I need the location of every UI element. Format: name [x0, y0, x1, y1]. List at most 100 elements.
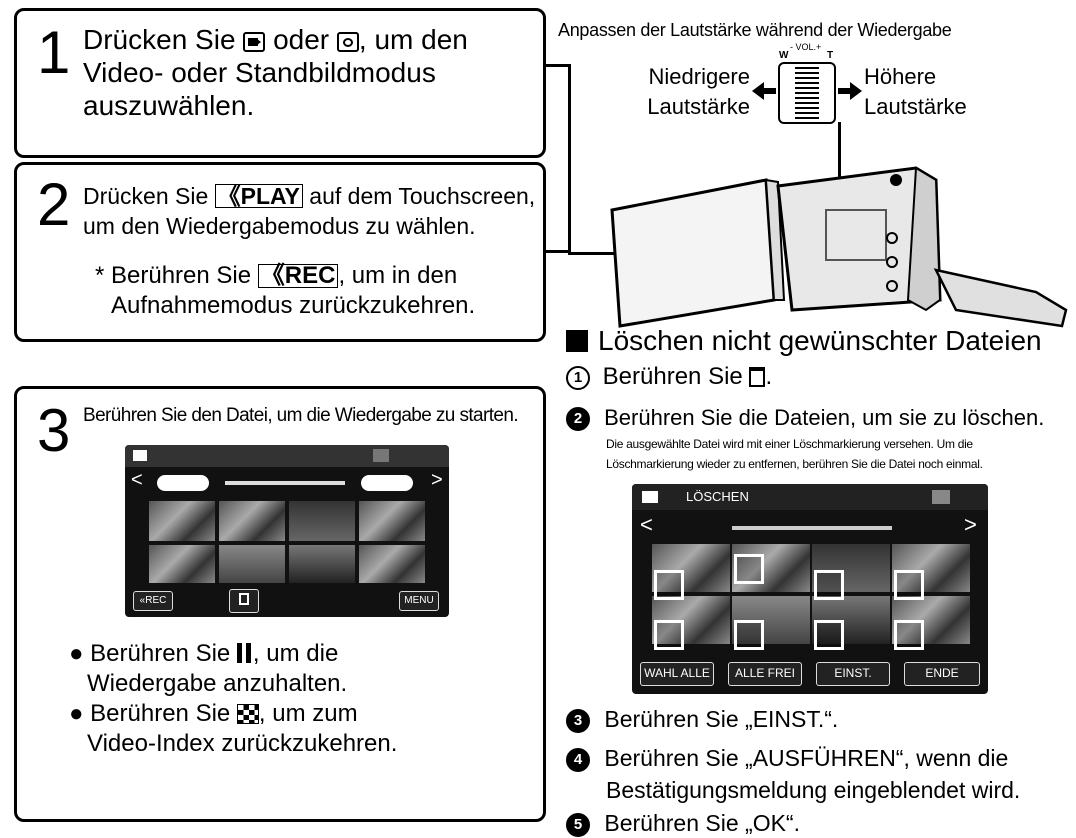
- step1-box: 1 Drücken Sie oder , um den Video- oder …: [14, 8, 546, 158]
- date-pill-right[interactable]: [361, 475, 413, 491]
- thumbnail[interactable]: [892, 544, 970, 592]
- delete-screen: LÖSCHEN < > WAHL ALLE ALLE FREI EINST. E…: [632, 484, 988, 694]
- step3-text: Berühren Sie den Datei, um die Wiedergab…: [83, 405, 519, 426]
- trash-icon: [749, 367, 766, 387]
- step2-text: Drücken Sie 《PLAY auf dem Touchscreen, u…: [83, 181, 548, 241]
- index-icon: [236, 704, 259, 724]
- w-label: W: [779, 50, 789, 61]
- thumbnail[interactable]: [652, 544, 730, 592]
- thumbnail[interactable]: [149, 501, 215, 541]
- volume-slider-label: - VOL.+: [790, 42, 822, 52]
- delete-checkbox-checked[interactable]: [734, 554, 764, 584]
- thumbnail[interactable]: [812, 544, 890, 592]
- trash-icon: [239, 593, 249, 605]
- step1-text-a: Drücken Sie: [83, 24, 236, 55]
- scroll-bar: [225, 481, 345, 485]
- thumbnail[interactable]: [289, 545, 355, 583]
- rec-button[interactable]: «REC: [133, 591, 173, 611]
- step2-note-line2: Aufnahmemodus zurückzukehren.: [111, 292, 476, 319]
- playback-screen: < > «REC MENU: [125, 445, 449, 617]
- bullet2-b: , um zum: [258, 700, 358, 727]
- t-label: T: [827, 50, 834, 61]
- delete-checkbox-checked[interactable]: [814, 620, 844, 650]
- bullet1-a: ● Berühren Sie: [69, 640, 231, 667]
- hand-strap: [933, 268, 1068, 328]
- connector-line: [546, 250, 570, 253]
- thumbnail[interactable]: [289, 501, 355, 541]
- still-mode-icon: [336, 32, 359, 52]
- delete-screen-title: LÖSCHEN: [686, 489, 749, 504]
- delete-checkbox[interactable]: [654, 620, 684, 650]
- bullet2-line2: Video-Index zurückzukehren.: [87, 730, 398, 757]
- delete-step4-line2: Bestätigungsmeldung eingeblendet wird.: [606, 777, 1021, 803]
- lower-text: Niedrigere: [648, 64, 751, 89]
- delete-step2: 2 Berühren Sie die Dateien, um sie zu lö…: [566, 404, 1044, 432]
- set-button[interactable]: EINST.: [816, 662, 890, 686]
- date-pill-left[interactable]: [157, 475, 209, 491]
- higher-text2: Lautstärke: [864, 94, 967, 119]
- nav-left-arrow[interactable]: <: [640, 512, 653, 537]
- arrow-left-icon: [752, 82, 764, 100]
- thumbnail[interactable]: [219, 501, 285, 541]
- lcd-screen: [610, 178, 776, 328]
- menu-button[interactable]: MENU: [399, 591, 439, 611]
- pause-icon: [236, 643, 253, 663]
- delete-checkbox[interactable]: [814, 570, 844, 600]
- delete-step3-text: Berühren Sie „EINST.“.: [604, 706, 839, 732]
- delete-step2-note: Die ausgewählte Datei wird mit einer Lös…: [606, 434, 983, 474]
- step2-note: * Berühren Sie 《REC, um in den Aufnahmem…: [95, 261, 475, 321]
- thumbnail[interactable]: [359, 501, 425, 541]
- step2-line2: um den Wiedergabemodus zu wählen.: [83, 213, 476, 239]
- thumbnail[interactable]: [219, 545, 285, 583]
- lower-volume-label: Niedrigere Lautstärke: [622, 62, 750, 122]
- delete-step2-text: Berühren Sie die Dateien, um sie zu lösc…: [604, 405, 1045, 430]
- connector-line: [568, 64, 571, 254]
- delete-checkbox[interactable]: [734, 620, 764, 650]
- connector-line: [568, 252, 648, 255]
- scroll-bar: [732, 526, 892, 530]
- nav-right-arrow[interactable]: >: [964, 512, 977, 537]
- delete-step4: 4 Berühren Sie „AUSFÜHREN“, wenn die Bes…: [566, 742, 1020, 806]
- delete-checkbox[interactable]: [894, 620, 924, 650]
- zoom-lever-icon[interactable]: [778, 62, 836, 124]
- thumbnail[interactable]: [359, 545, 425, 583]
- rec-key-icon: 《REC: [257, 264, 339, 288]
- screen-header: [125, 445, 449, 467]
- step2-number: 2: [37, 171, 71, 238]
- release-all-button[interactable]: ALLE FREI: [728, 662, 802, 686]
- battery-icon: [373, 449, 389, 462]
- bullet2-a: ● Berühren Sie: [69, 700, 231, 727]
- delete-checkbox[interactable]: [654, 570, 684, 600]
- battery-icon: [932, 490, 950, 504]
- arrow-right-icon: [838, 88, 852, 94]
- delete-step1: 1 Berühren Sie .: [566, 362, 772, 392]
- step1-text: Drücken Sie oder , um den Video- oder St…: [83, 23, 543, 122]
- video-mode-icon: [642, 491, 658, 503]
- step2-note-a: * Berühren Sie: [95, 262, 252, 289]
- delete-checkbox[interactable]: [894, 570, 924, 600]
- camcorder-illustration: [610, 166, 1068, 328]
- step1-number: 1: [37, 19, 71, 86]
- trash-button[interactable]: [229, 589, 259, 613]
- step3-bullets: ● Berühren Sie , um die Wiedergabe anzuh…: [69, 639, 397, 759]
- step2-box: 2 Drücken Sie 《PLAY auf dem Touchscreen,…: [14, 162, 546, 342]
- nav-right-arrow[interactable]: >: [431, 469, 443, 491]
- lower-text2: Lautstärke: [647, 94, 750, 119]
- step2-note-b: , um in den: [338, 262, 458, 289]
- step-num-2: 2: [566, 407, 590, 431]
- step2-text-b: auf dem Touchscreen,: [309, 183, 536, 209]
- nav-left-arrow[interactable]: <: [131, 469, 143, 491]
- thumbnail[interactable]: [732, 544, 810, 592]
- select-all-button[interactable]: WAHL ALLE: [640, 662, 714, 686]
- play-key-icon: 《PLAY: [214, 184, 303, 208]
- step-num-4: 4: [566, 748, 590, 772]
- delete-step1-text: Berühren Sie: [602, 363, 743, 390]
- screen-header: [632, 484, 988, 510]
- step1-line3: auszuwählen.: [83, 90, 255, 121]
- delete-step5: 5 Berühren Sie „OK“.: [566, 808, 800, 838]
- arrow-right-icon: [850, 82, 862, 100]
- end-button[interactable]: ENDE: [904, 662, 980, 686]
- delete-heading-text: Löschen nicht gewünschter Dateien: [598, 325, 1042, 356]
- step1-text-c: , um den: [358, 24, 468, 55]
- thumbnail[interactable]: [149, 545, 215, 583]
